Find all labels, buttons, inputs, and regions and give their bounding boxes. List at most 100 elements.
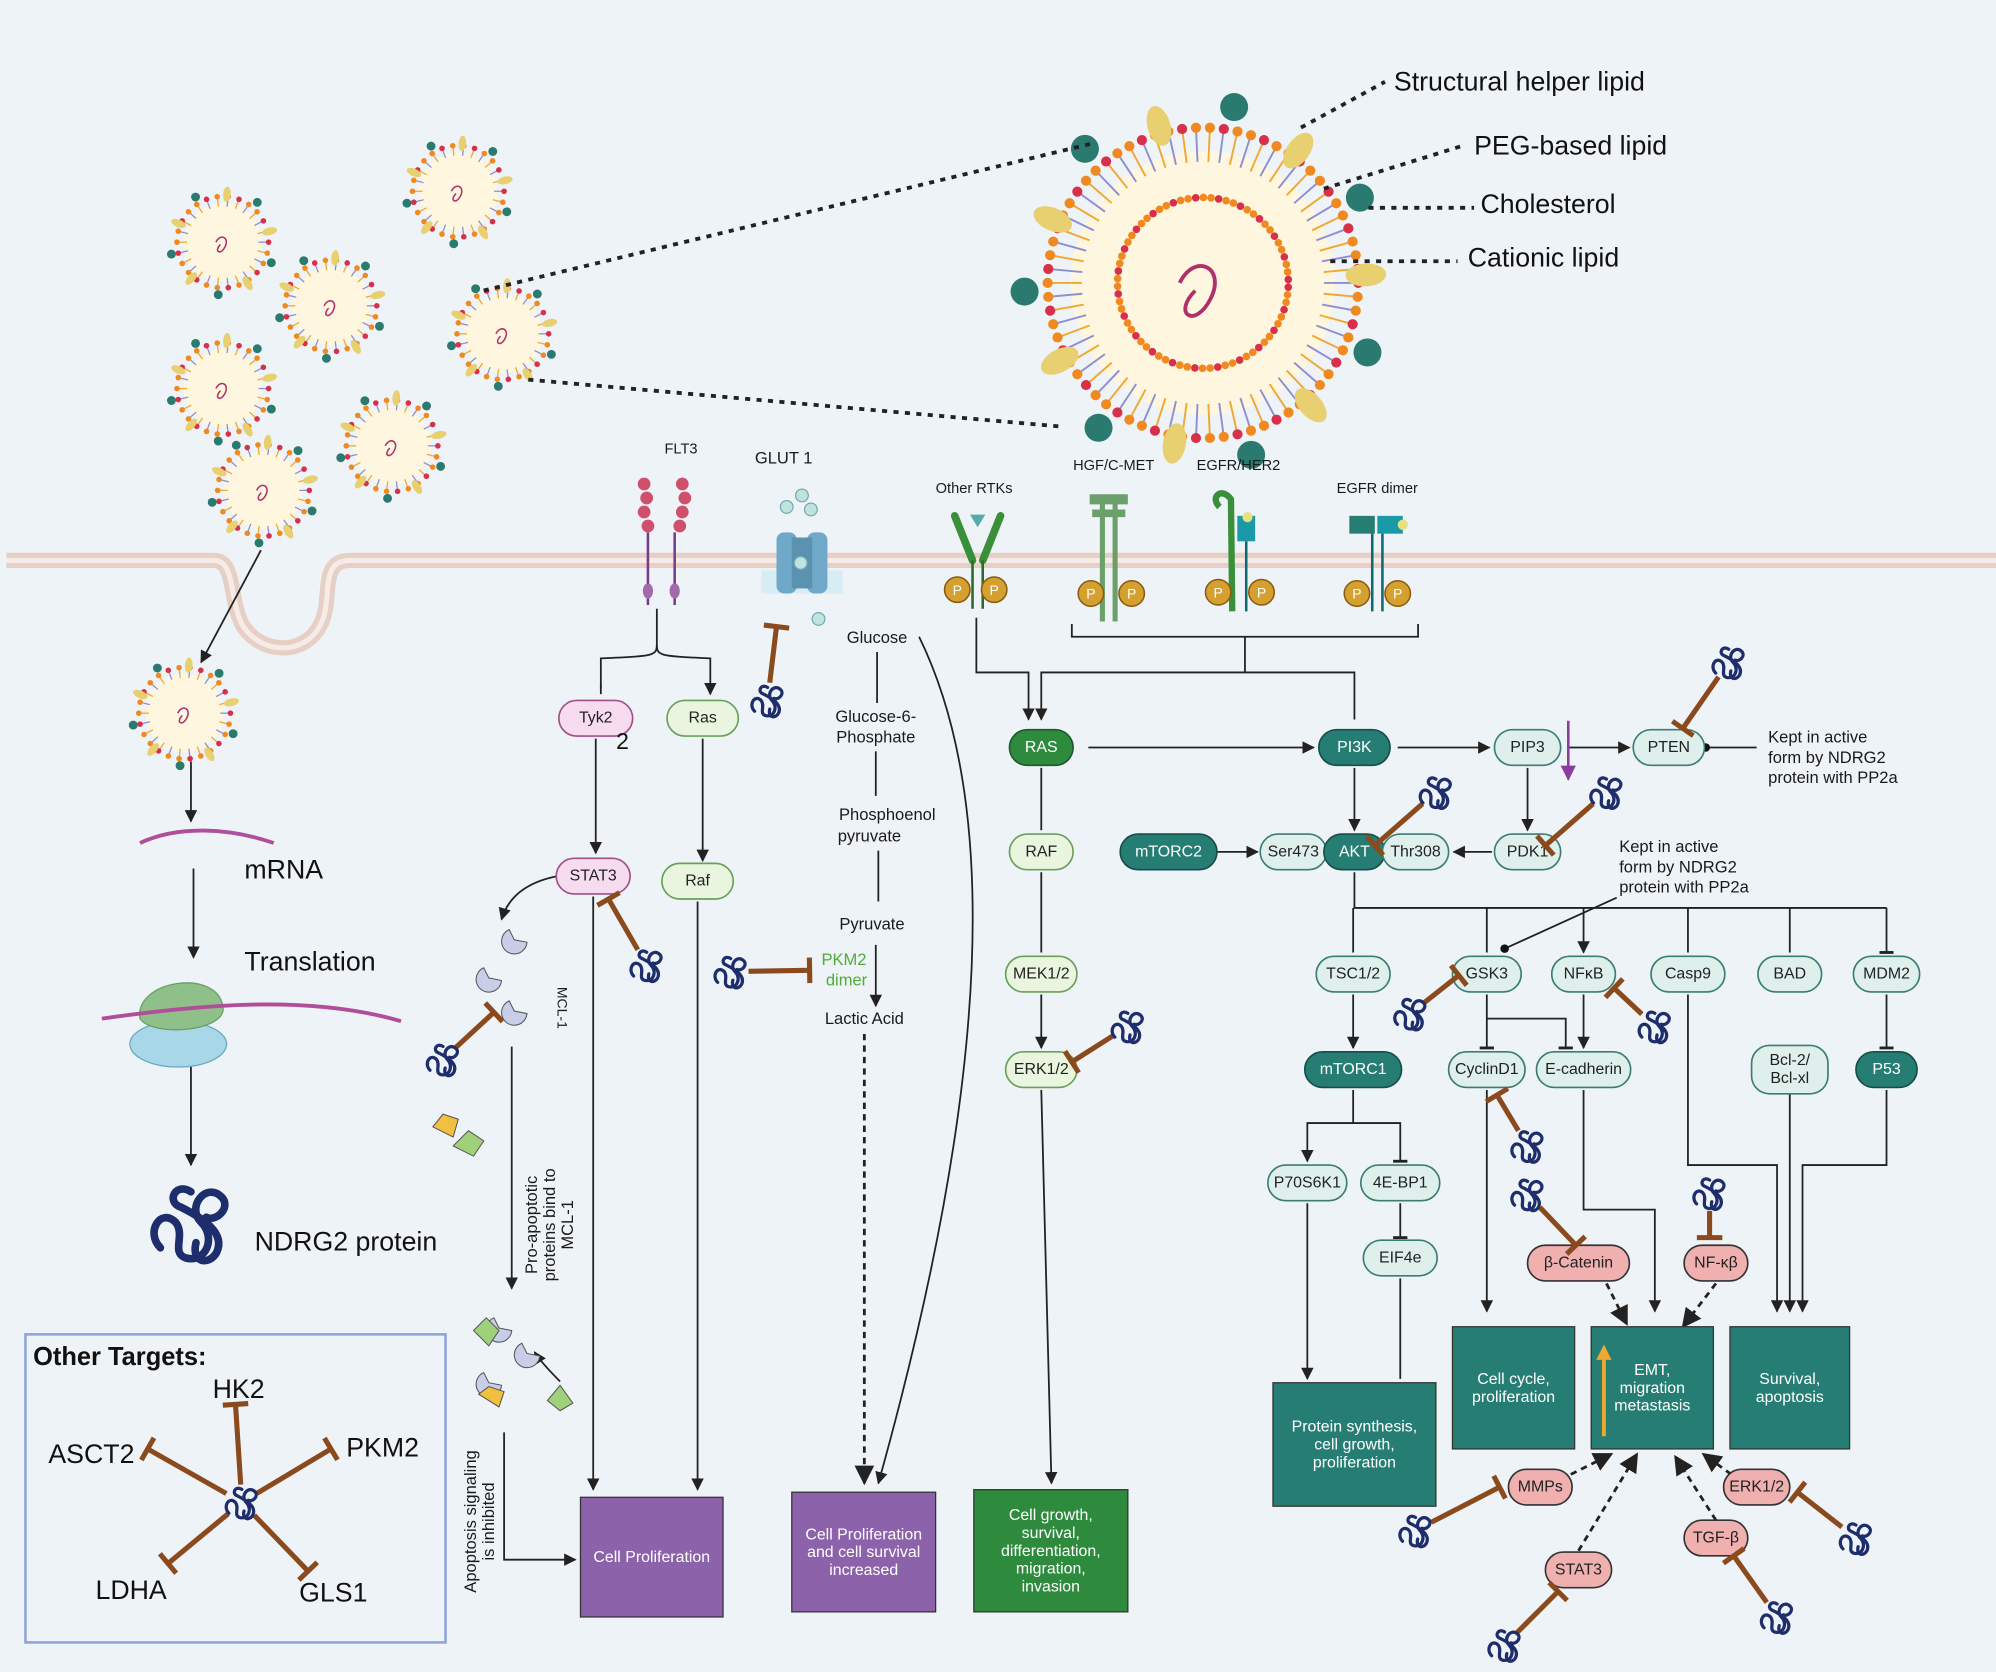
ndrg2-protein-icon: [1637, 1010, 1671, 1045]
inhibition-bar: [1787, 1480, 1808, 1504]
inhibition-bar: [483, 1001, 505, 1024]
node-eif4e[interactable]: EIF4e: [1362, 1239, 1438, 1277]
node-nfkb[interactable]: NFκB: [1550, 955, 1617, 993]
node-casp9[interactable]: Casp9: [1650, 955, 1726, 993]
node-p70[interactable]: P70S6K1: [1267, 1164, 1348, 1202]
inhibition-bar: [1535, 834, 1556, 857]
ndrg2-protein-icon: [713, 955, 747, 990]
node-thr308[interactable]: Thr308: [1381, 833, 1450, 871]
node-raf-l[interactable]: Raf: [661, 862, 735, 900]
node-label: CyclinD1: [1455, 1061, 1519, 1078]
inhibition-bar: [1364, 834, 1386, 857]
inhibition-pdk1: [1535, 801, 1595, 857]
node-label: AKT: [1339, 843, 1370, 860]
node-label: Tyk2: [579, 710, 613, 727]
node-label: Thr308: [1390, 843, 1441, 860]
node-tyk2[interactable]: Tyk2: [558, 699, 634, 737]
node-ras-l[interactable]: Ras: [666, 699, 740, 737]
node-stat3b[interactable]: STAT3: [1544, 1551, 1613, 1589]
node-label: Casp9: [1665, 966, 1711, 983]
pathway-connectors: [498, 608, 1887, 1566]
outcome-protein-synth: Protein synthesis,cell growth,proliferat…: [1272, 1382, 1437, 1507]
ndrg2-protein-icon: [1589, 776, 1623, 810]
phosphate-label: P: [990, 582, 999, 598]
node-ecad[interactable]: E-cadherin: [1535, 1050, 1632, 1089]
inhibition-line: [255, 1446, 333, 1496]
inhibition-line: [767, 626, 780, 684]
outcome-label: and cell survival: [807, 1544, 920, 1561]
note-line: Kept in active: [1619, 837, 1718, 856]
phosphate-group: P: [1077, 580, 1105, 607]
phosphate-group: P: [980, 576, 1008, 604]
outcome-survival: Survival,apoptosis: [1729, 1326, 1851, 1450]
node-bad[interactable]: BAD: [1757, 955, 1823, 993]
node-mek[interactable]: MEK1/2: [1004, 955, 1078, 993]
node-gsk3[interactable]: GSK3: [1451, 955, 1523, 993]
pyruvate-label: Pyruvate: [839, 915, 904, 934]
node-label: Ras: [689, 710, 717, 727]
node-bcl[interactable]: Bcl-2/Bcl-xl: [1750, 1044, 1829, 1095]
mrna-icon: [139, 828, 275, 845]
lnp-particle: [207, 434, 318, 548]
node-label: MMPs: [1518, 1479, 1563, 1496]
ndrg2-protein-icon: [1393, 997, 1427, 1032]
outcome-cell-prolif: Cell Proliferation: [579, 1496, 724, 1618]
outcome-label: metastasis: [1614, 1398, 1690, 1415]
node-ebp1[interactable]: 4E-BP1: [1359, 1164, 1441, 1202]
note-line: protein with PP2a: [1619, 878, 1749, 897]
node-mtorc1[interactable]: mTORC1: [1303, 1050, 1403, 1089]
note-line: form by NDRG2: [1619, 857, 1737, 876]
inhibition-bar: [763, 622, 790, 631]
inhibition-pkm2: [748, 957, 813, 984]
inhibition-bar: [139, 1436, 157, 1462]
lnp-particle: [447, 278, 558, 391]
label-ndrg2-protein: NDRG2 protein: [255, 1226, 438, 1256]
node-pi3k[interactable]: PI3K: [1317, 728, 1391, 767]
inhibition-line: [1731, 1554, 1769, 1604]
node-label: TSC1/2: [1326, 966, 1380, 983]
inhibition-bar: [1564, 1234, 1587, 1256]
node-nfkb2[interactable]: NF-κβ: [1683, 1244, 1749, 1282]
lnp-particle: [336, 390, 447, 503]
node-tgfb[interactable]: TGF-β: [1683, 1519, 1749, 1557]
node-erk[interactable]: ERK1/2: [1004, 1050, 1078, 1089]
ndrg2-protein-icon: [629, 949, 663, 984]
node-akt[interactable]: AKT: [1323, 833, 1386, 871]
node-ras[interactable]: RAS: [1008, 728, 1074, 767]
node-pten[interactable]: PTEN: [1632, 728, 1706, 767]
node-stat3[interactable]: STAT3: [555, 857, 631, 895]
note-kept-active-gsk3: Kept in active form by NDRG2 protein wit…: [1619, 837, 1749, 897]
node-label: Bcl-xl: [1770, 1070, 1809, 1087]
g6p-label: Phosphate: [836, 727, 915, 746]
node-mdm2[interactable]: MDM2: [1852, 955, 1921, 993]
node-p53[interactable]: P53: [1855, 1050, 1918, 1089]
node-mmps[interactable]: MMPs: [1507, 1468, 1573, 1506]
pep-label: Phosphoenol: [839, 805, 936, 824]
ndrg2-protein-icon: [154, 1189, 225, 1261]
node-label: NF-κβ: [1694, 1255, 1738, 1272]
inhibition-erk2: [1787, 1480, 1844, 1530]
note-line: MCL-1: [558, 1200, 577, 1250]
phosphate-label: P: [1086, 586, 1095, 602]
node-tsc[interactable]: TSC1/2: [1315, 955, 1391, 993]
inhibition-bcat: [1537, 1205, 1587, 1256]
node-erk2[interactable]: ERK1/2: [1722, 1468, 1791, 1506]
outcome-label: EMT,: [1634, 1362, 1670, 1379]
node-pip3[interactable]: PIP3: [1493, 728, 1562, 767]
inhibition-line: [1612, 986, 1644, 1016]
outcome-label: proliferation: [1313, 1454, 1396, 1471]
outcome-label: survival,: [1022, 1525, 1080, 1542]
ndrg2-protein-icon: [1487, 1629, 1521, 1663]
node-cyclind1[interactable]: CyclinD1: [1447, 1050, 1526, 1089]
node-mtorc2[interactable]: mTORC2: [1119, 833, 1218, 871]
node-ser473[interactable]: Ser473: [1259, 833, 1328, 871]
outcome-label: differentiation,: [1001, 1543, 1101, 1560]
label-other-rtks: Other RTKs: [936, 481, 1013, 497]
note-pro-apoptotic: Pro-apoptotic proteins bind to MCL-1: [522, 1168, 577, 1281]
phosphate-label: P: [1257, 584, 1266, 600]
label-hgf-cmet: HGF/C-MET: [1073, 458, 1154, 474]
ndrg2-protein-icon: [1838, 1522, 1873, 1556]
inhibition-akt: [1364, 801, 1425, 857]
node-bcat[interactable]: β-Catenin: [1526, 1244, 1631, 1282]
node-raf[interactable]: RAF: [1008, 833, 1074, 871]
